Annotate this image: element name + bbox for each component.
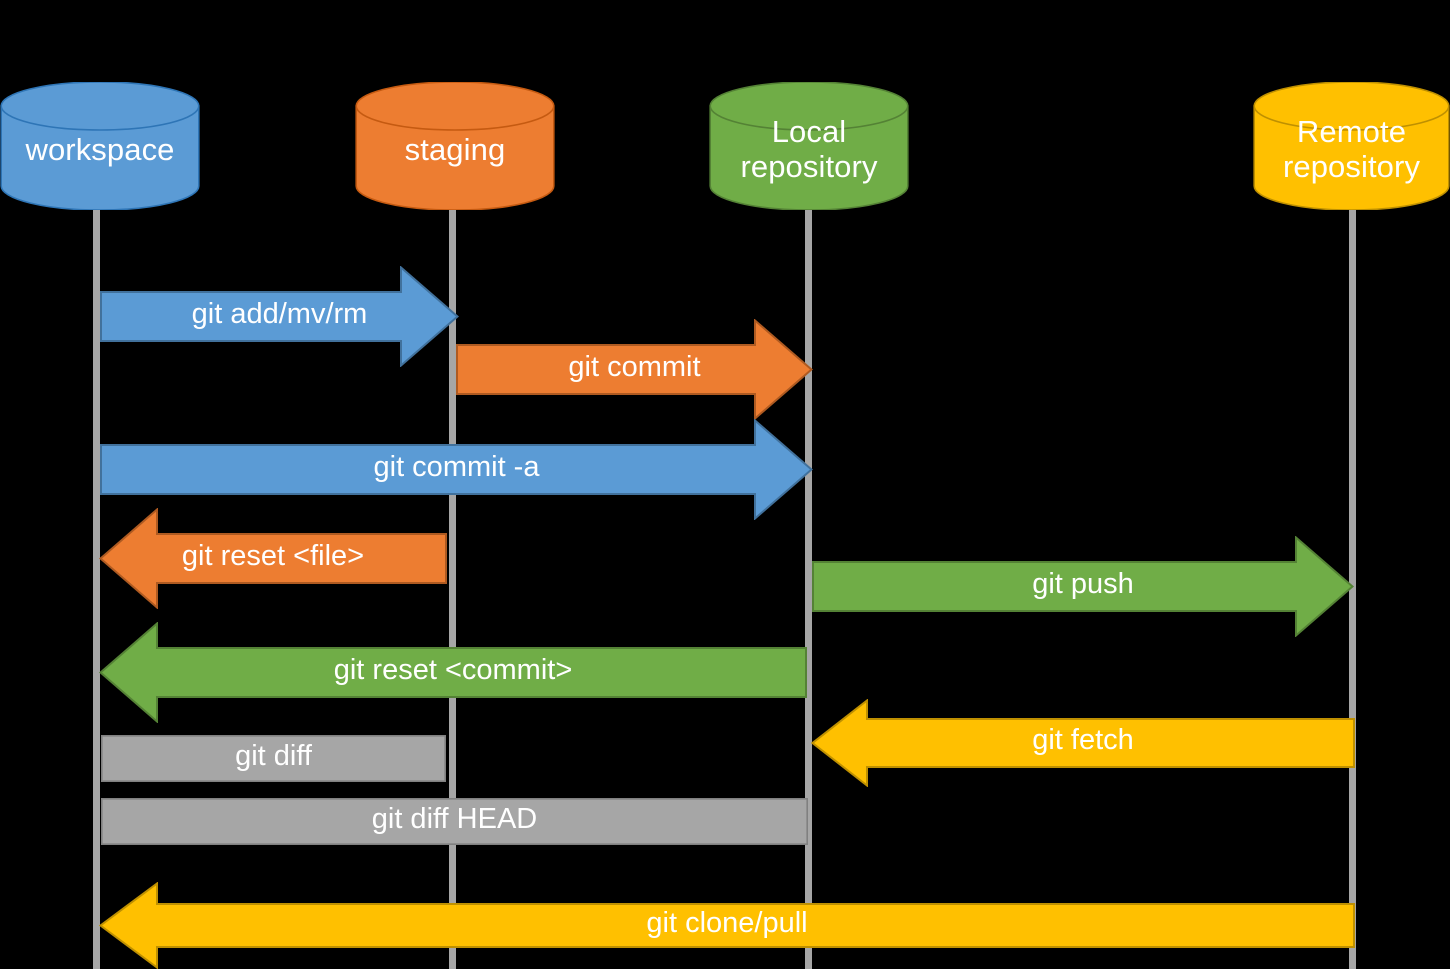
flow-git-commit-a: git commit -a	[100, 419, 813, 520]
flow-git-commit: git commit	[456, 319, 813, 420]
flow-git-clone-pull: git clone/pull	[99, 882, 1355, 969]
flow-git-reset-file: git reset <file>	[99, 508, 447, 609]
flow-git-reset-commit: git reset <commit>	[99, 622, 807, 723]
flow-git-push: git push	[812, 536, 1354, 637]
node-workspace: workspace	[0, 82, 200, 210]
flow-git-diff-head: git diff HEAD	[101, 798, 808, 845]
node-local-repo: Local repository	[709, 82, 909, 210]
flow-git-fetch: git fetch	[811, 699, 1355, 787]
lifeline-workspace	[93, 204, 100, 969]
flow-git-diff: git diff	[101, 735, 446, 782]
lifeline-staging	[449, 204, 456, 969]
node-staging: staging	[355, 82, 555, 210]
lifeline-local-repo	[805, 204, 812, 969]
flow-git-add: git add/mv/rm	[100, 266, 459, 367]
node-remote-repo: Remote repository	[1253, 82, 1450, 210]
